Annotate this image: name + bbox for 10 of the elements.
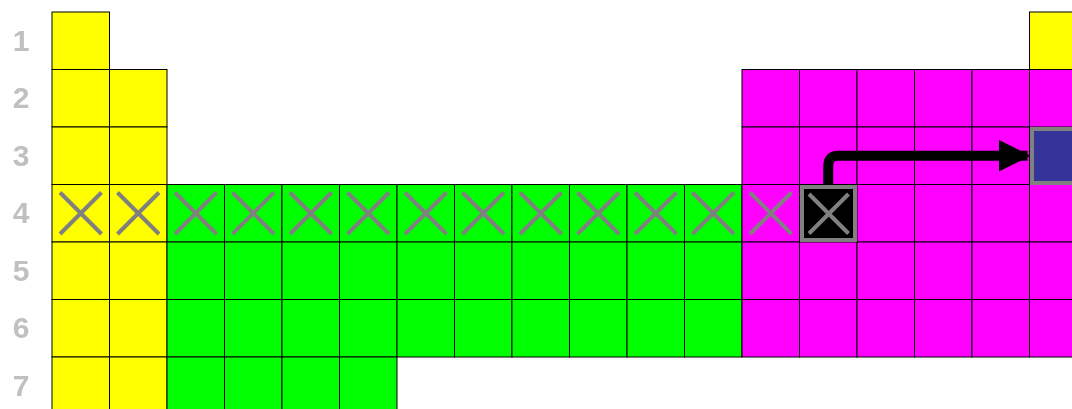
period-number: 4 bbox=[11, 196, 31, 231]
period-number: 1 bbox=[11, 23, 31, 58]
period-number: 7 bbox=[11, 368, 31, 403]
period-number: 6 bbox=[11, 311, 31, 346]
highlighted-cell bbox=[799, 184, 857, 242]
arrow bbox=[823, 139, 1031, 185]
period-number: 2 bbox=[11, 81, 31, 116]
highlighted-cell bbox=[1029, 127, 1072, 185]
period-number: 3 bbox=[11, 138, 31, 173]
period-number: 5 bbox=[11, 253, 31, 288]
